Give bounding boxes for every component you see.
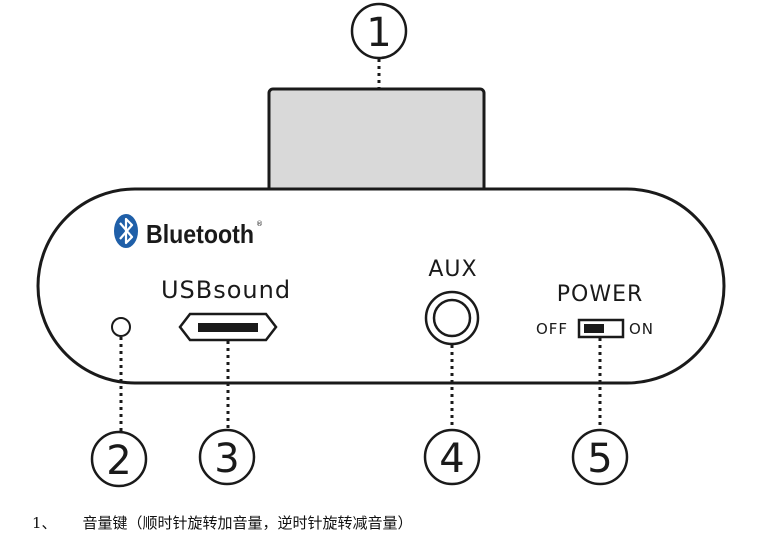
callout-number: 2 <box>106 438 131 484</box>
switch-on-label: ON <box>629 320 654 338</box>
callout-5: 5 <box>571 428 629 486</box>
usb-port-label: USBsound <box>161 276 291 304</box>
callout-number: 5 <box>587 436 612 482</box>
volume-knob <box>267 87 486 196</box>
bluetooth-brand-label: Bluetooth <box>146 219 254 249</box>
diagram-canvas: Bluetooth ® USBsound AUX POWER OFF ON 1 <box>36 2 726 488</box>
callout-2: 2 <box>90 430 148 488</box>
indicator-led <box>111 317 131 337</box>
caption-number: 1、 <box>32 514 57 532</box>
caption-text: 音量键（顺时针旋转加音量，逆时针旋转减音量） <box>82 514 413 532</box>
usb-port-slot <box>198 323 258 332</box>
callout-number: 1 <box>366 10 391 56</box>
aux-jack <box>432 298 472 338</box>
power-switch-thumb <box>584 324 604 333</box>
power-switch-label: POWER <box>557 282 644 307</box>
callout-1: 1 <box>350 2 408 60</box>
callout-number: 4 <box>439 436 464 482</box>
switch-off-label: OFF <box>536 320 568 338</box>
callout-4: 4 <box>423 428 481 486</box>
caption: 1、 音量键（顺时针旋转加音量，逆时针旋转减音量） <box>32 512 413 533</box>
aux-port-label: AUX <box>428 257 477 282</box>
callout-number: 3 <box>214 436 239 482</box>
bluetooth-icon <box>114 214 138 248</box>
registered-mark: ® <box>256 220 263 228</box>
callout-3: 3 <box>198 428 256 486</box>
